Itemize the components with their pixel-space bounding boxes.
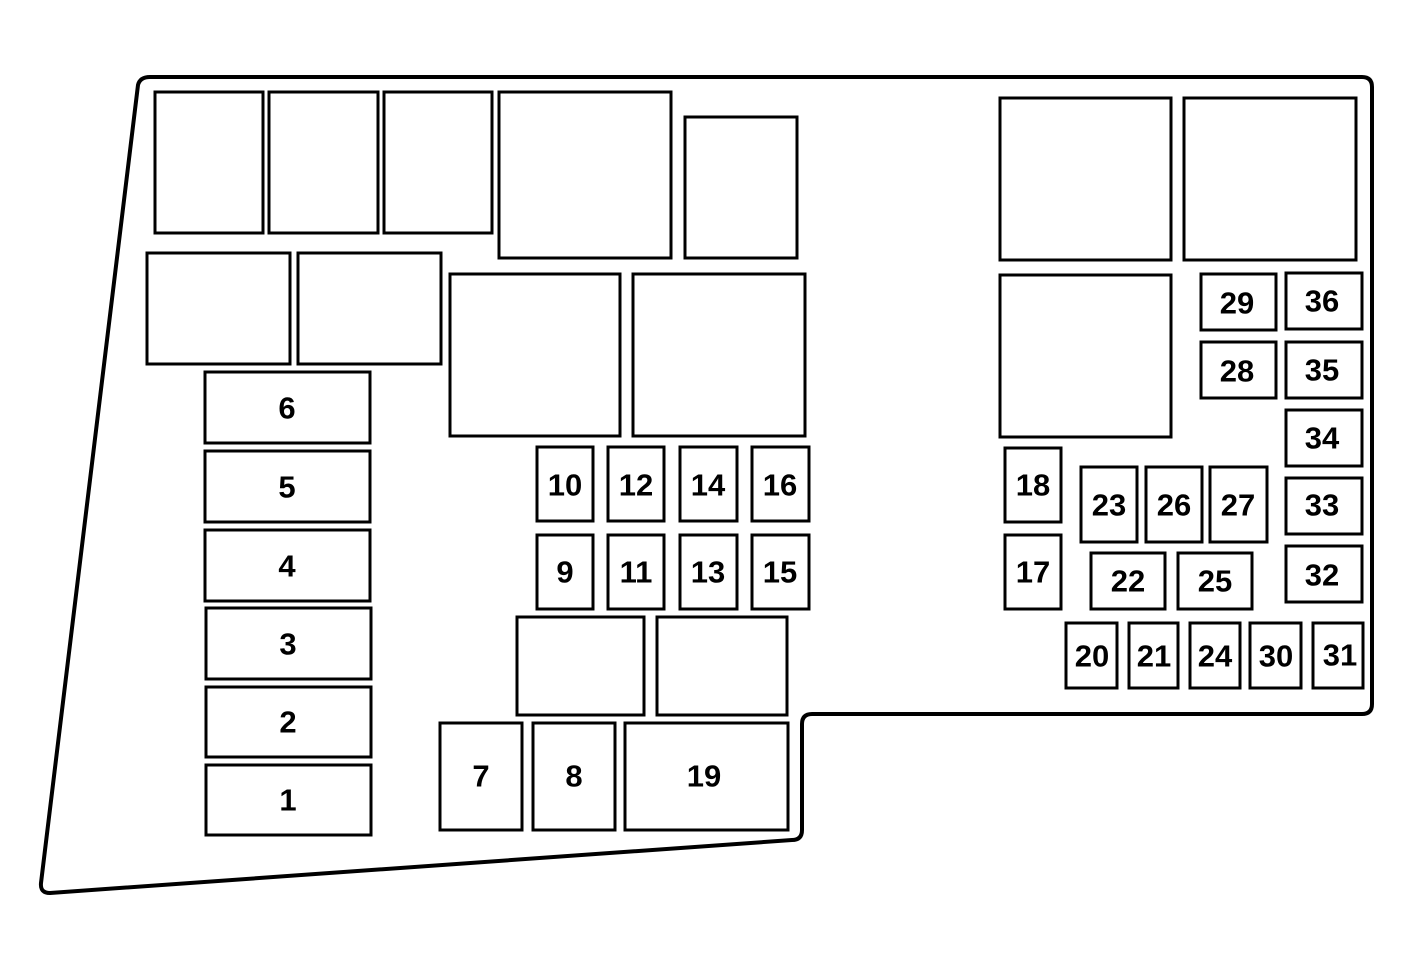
- fuse-25-label: 25: [1198, 564, 1232, 599]
- fuse-7-label: 7: [472, 759, 489, 794]
- fuse-12: 12: [606, 445, 666, 523]
- fuse-5-label: 5: [278, 470, 295, 505]
- fuse-3: 3: [204, 606, 373, 681]
- fuse-33: 33: [1284, 476, 1364, 536]
- fuse-22: 22: [1089, 551, 1167, 611]
- fuse-21-label: 21: [1137, 639, 1171, 674]
- fuse-10-label: 10: [548, 468, 582, 503]
- fuse-30-label: 30: [1259, 639, 1293, 674]
- fuse-5: 5: [203, 449, 372, 524]
- relay-slot: [1182, 96, 1358, 262]
- fuse-36-label: 36: [1305, 284, 1339, 319]
- fuse-31-label: 31: [1323, 638, 1357, 673]
- fuse-34-label: 34: [1305, 421, 1340, 456]
- fuse-4-label: 4: [278, 549, 296, 584]
- fuse-19: 19: [623, 721, 790, 832]
- fuse-10: 10: [535, 445, 595, 523]
- fuse-18-label: 18: [1016, 468, 1050, 503]
- fuse-1-label: 1: [279, 783, 296, 818]
- relay-slot: [267, 90, 380, 235]
- fuse-9-label: 9: [556, 555, 573, 590]
- fuse-12-label: 12: [619, 468, 653, 503]
- fuse-16: 16: [750, 445, 811, 523]
- fuse-33-label: 33: [1305, 488, 1339, 523]
- fuse-3-label: 3: [279, 627, 296, 662]
- fuse-21: 21: [1127, 621, 1180, 690]
- fuse-11-label: 11: [620, 555, 653, 590]
- fuse-20-label: 20: [1075, 639, 1109, 674]
- fuse-31: 31: [1311, 621, 1365, 690]
- fuse-36: 36: [1284, 271, 1364, 331]
- relay-slot: [515, 615, 646, 717]
- fuse-19-label: 19: [687, 759, 721, 794]
- fuse-35-label: 35: [1305, 353, 1339, 388]
- fuse-34: 34: [1284, 408, 1364, 468]
- fuse-4: 4: [203, 528, 372, 603]
- fuse-32: 32: [1284, 544, 1364, 604]
- fuse-26: 26: [1144, 465, 1204, 544]
- fuse-23: 23: [1079, 465, 1139, 544]
- relay-slot: [998, 273, 1173, 439]
- fuse-6-label: 6: [278, 391, 295, 426]
- fuse-17-label: 17: [1016, 555, 1050, 590]
- fuse-2: 2: [204, 685, 373, 759]
- relay-slot: [448, 272, 622, 438]
- fuse-27: 27: [1208, 465, 1269, 544]
- fuse-15-label: 15: [763, 555, 797, 590]
- fuse-27-label: 27: [1221, 488, 1255, 523]
- relay-slots: [145, 90, 1358, 717]
- fuse-20: 20: [1064, 621, 1119, 690]
- fuse-28-label: 28: [1220, 354, 1254, 389]
- fuse-29: 29: [1199, 272, 1278, 332]
- fuse-14-label: 14: [691, 468, 726, 503]
- relay-slot: [153, 90, 265, 235]
- fuse-22-label: 22: [1111, 564, 1145, 599]
- fuse-16-label: 16: [763, 468, 797, 503]
- relay-slot: [998, 96, 1173, 262]
- relay-slot: [631, 272, 807, 438]
- fuse-18: 18: [1003, 446, 1063, 524]
- fuse-17: 17: [1003, 533, 1063, 611]
- fuse-24: 24: [1188, 621, 1242, 690]
- fuse-28: 28: [1199, 340, 1278, 400]
- fuse-23-label: 23: [1092, 488, 1126, 523]
- fuse-14: 14: [678, 445, 739, 523]
- fuse-15: 15: [750, 533, 811, 611]
- relay-slot: [296, 251, 443, 366]
- fuse-26-label: 26: [1157, 488, 1191, 523]
- relay-slot: [655, 615, 789, 717]
- fuse-1: 1: [204, 763, 373, 837]
- fuse-11: 11: [606, 533, 666, 611]
- fuse-9: 9: [535, 533, 595, 611]
- fuse-25: 25: [1176, 551, 1254, 611]
- fuse-box-outline: [38, 75, 1374, 895]
- fuse-24-label: 24: [1198, 639, 1233, 674]
- relay-slot: [382, 90, 494, 235]
- relay-slot: [145, 251, 292, 366]
- fuse-30: 30: [1248, 621, 1303, 690]
- relay-slot: [497, 90, 673, 260]
- fuse-8-label: 8: [565, 759, 582, 794]
- fuse-7: 7: [438, 721, 524, 832]
- fuse-32-label: 32: [1305, 558, 1339, 593]
- fuse-2-label: 2: [279, 705, 296, 740]
- fuse-13-label: 13: [691, 555, 725, 590]
- fuse-8: 8: [531, 721, 617, 832]
- fuse-6: 6: [203, 370, 372, 445]
- relay-slot: [683, 115, 799, 260]
- fuse-35: 35: [1284, 340, 1364, 400]
- fuse-29-label: 29: [1220, 286, 1254, 321]
- fuse-13: 13: [678, 533, 739, 611]
